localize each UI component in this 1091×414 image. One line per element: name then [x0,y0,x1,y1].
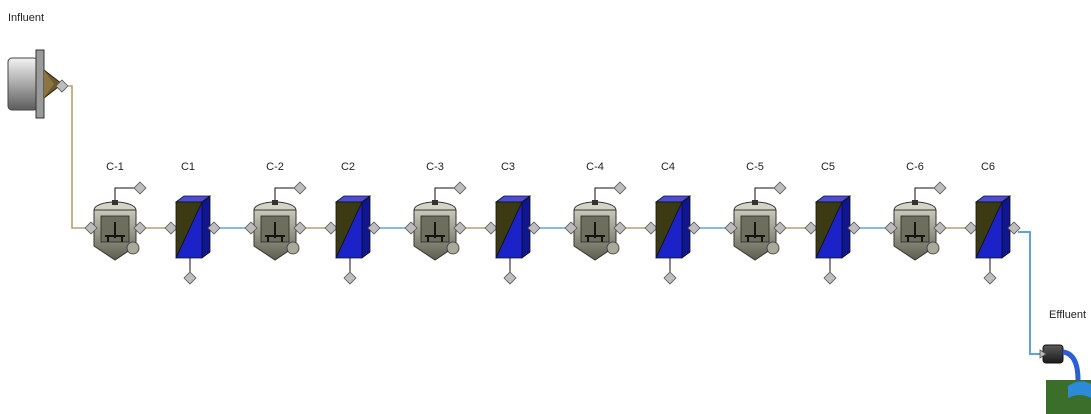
reactor-vessel-icon[interactable] [733,200,780,261]
reactor-vent-port-icon[interactable] [773,181,787,195]
column-bottom-port-icon[interactable] [183,271,197,285]
column-unit-icon[interactable] [334,195,372,259]
column-unit-icon[interactable] [974,195,1012,259]
reactor-outlet-port-icon[interactable] [933,221,947,235]
reactor-inlet-port-icon[interactable] [244,221,258,235]
column-bottom-port-icon[interactable] [503,271,517,285]
reactor-label: C-3 [426,161,444,173]
column-inlet-port-icon[interactable] [164,221,178,235]
stage-1: C-1 C1 [84,161,245,285]
reactor-label: C-5 [746,161,764,173]
reactor-outlet-port-icon[interactable] [613,221,627,235]
reactor-inlet-port-icon[interactable] [884,221,898,235]
reactor-vessel-icon[interactable] [253,200,300,261]
stage-6: C-6 C6 [884,161,1021,285]
influent-stream[interactable] [68,85,88,229]
column-outlet-port-icon[interactable] [1007,221,1021,235]
column-bottom-port-icon[interactable] [663,271,677,285]
column-unit-icon[interactable] [654,195,692,259]
reactor-inlet-port-icon[interactable] [404,221,418,235]
reactor-inlet-port-icon[interactable] [724,221,738,235]
column-inlet-port-icon[interactable] [484,221,498,235]
column-bottom-port-icon[interactable] [823,271,837,285]
column-label: C5 [821,161,835,173]
reactor-label: C-6 [906,161,924,173]
effluent-label: Effluent [1049,309,1086,321]
column-outlet-port-icon[interactable] [367,221,381,235]
reactor-outlet-port-icon[interactable] [453,221,467,235]
column-unit-icon[interactable] [494,195,532,259]
influent-outlet-port-icon[interactable] [55,79,69,93]
column-unit-icon[interactable] [814,195,852,259]
column-outlet-port-icon[interactable] [847,221,861,235]
reactor-label: C-2 [266,161,284,173]
influent-label: Influent [8,12,44,24]
column-label: C3 [501,161,515,173]
reactor-vessel-icon[interactable] [573,200,620,261]
stage-3: C-3 C3 [404,161,565,285]
column-inlet-port-icon[interactable] [964,221,978,235]
reactor-label: C-1 [106,161,124,173]
reactor-vent-port-icon[interactable] [133,181,147,195]
reactor-vessel-icon[interactable] [893,200,940,261]
column-outlet-port-icon[interactable] [687,221,701,235]
stage-2: C-2 C2 [244,161,405,285]
effluent-sink-icon[interactable] [1039,344,1091,414]
column-label: C6 [981,161,995,173]
column-outlet-port-icon[interactable] [207,221,221,235]
reactor-vent-port-icon[interactable] [933,181,947,195]
column-inlet-port-icon[interactable] [324,221,338,235]
column-label: C1 [181,161,195,173]
reactor-vent-port-icon[interactable] [293,181,307,195]
column-label: C4 [661,161,675,173]
reactor-vent-port-icon[interactable] [613,181,627,195]
column-inlet-port-icon[interactable] [804,221,818,235]
process-stages: C-1 C1 C-2 C2 C-3 C3 C-4 C4 C-5 C5 C-6 C6 [68,85,1021,285]
effluent-stream[interactable] [1018,231,1044,355]
column-inlet-port-icon[interactable] [644,221,658,235]
column-unit-icon[interactable] [174,195,212,259]
reactor-vessel-icon[interactable] [93,200,140,261]
stage-5: C-5 C5 [724,161,885,285]
column-bottom-port-icon[interactable] [343,271,357,285]
column-outlet-port-icon[interactable] [527,221,541,235]
reactor-inlet-port-icon[interactable] [564,221,578,235]
reactor-outlet-port-icon[interactable] [133,221,147,235]
column-label: C2 [341,161,355,173]
reactor-inlet-port-icon[interactable] [84,221,98,235]
reactor-vent-port-icon[interactable] [453,181,467,195]
reactor-outlet-port-icon[interactable] [293,221,307,235]
stage-4: C-4 C4 [564,161,725,285]
influent-source-icon[interactable] [7,49,63,119]
column-bottom-port-icon[interactable] [983,271,997,285]
reactor-vessel-icon[interactable] [413,200,460,261]
reactor-outlet-port-icon[interactable] [773,221,787,235]
reactor-label: C-4 [586,161,604,173]
